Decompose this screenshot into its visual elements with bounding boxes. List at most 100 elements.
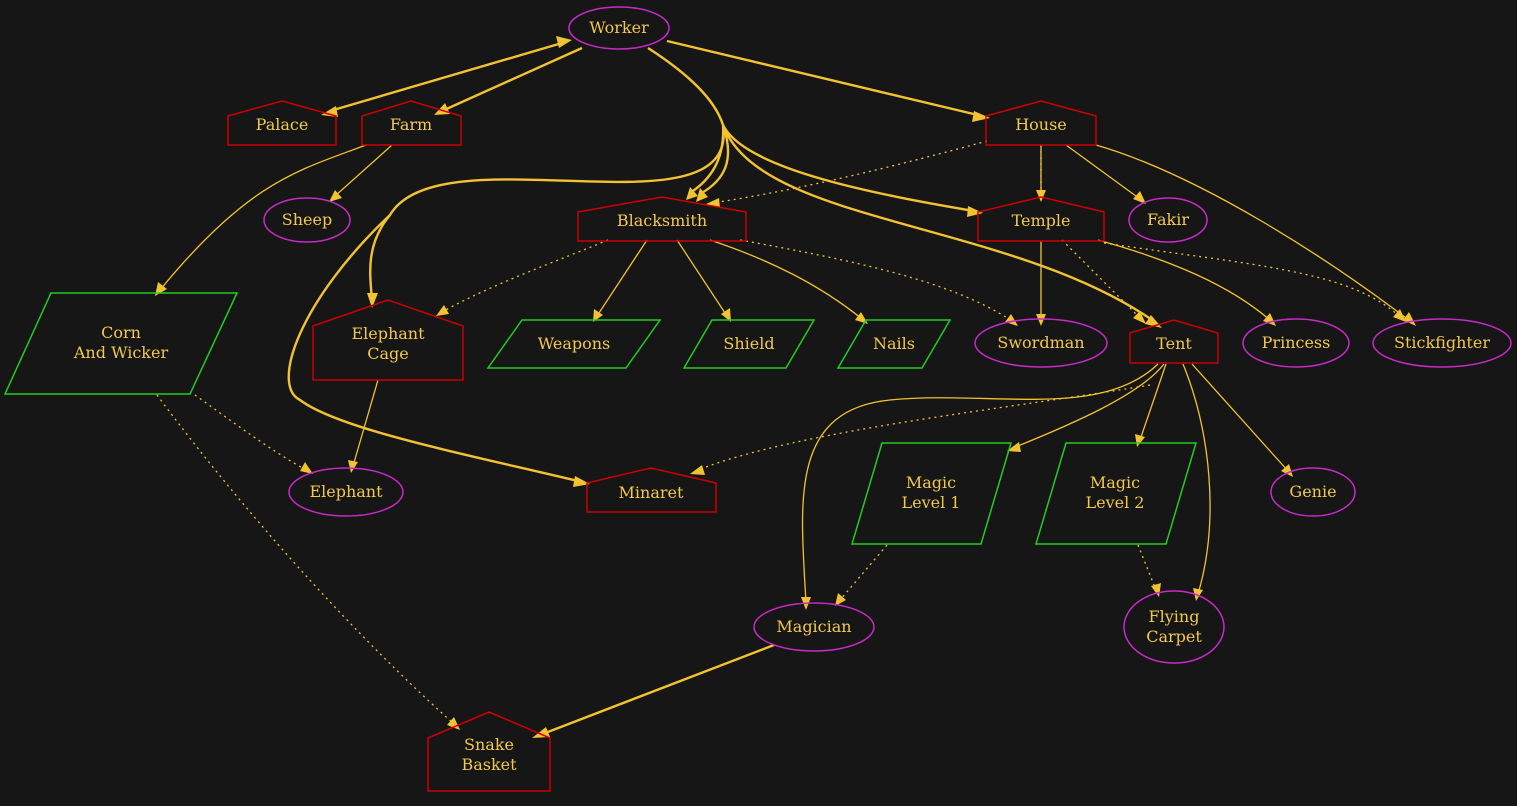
arrowhead-blacksmith-dotted (706, 198, 720, 208)
tent-label-line: Tent (1156, 334, 1192, 353)
edge-worker-to-temple (721, 124, 975, 213)
magic1-label-line: Level 1 (902, 493, 961, 512)
node-stickfighter[interactable]: Stickfighter (1372, 318, 1512, 368)
magic1-label-line: Magic (906, 473, 956, 492)
node-genie[interactable]: Genie (1270, 467, 1356, 517)
node-nails[interactable]: Nails (836, 319, 952, 369)
node-princess-label: Princess (1262, 333, 1331, 352)
arrowhead-minaret-dotted (690, 465, 705, 475)
edges (156, 39, 1411, 737)
flying-carpet-label-line: Flying (1149, 607, 1200, 626)
node-sheep[interactable]: Sheep (263, 197, 351, 243)
snake-basket-label-line: Snake (464, 735, 514, 754)
palace-label-line: Palace (256, 115, 309, 134)
node-fakir-label: Fakir (1147, 210, 1189, 229)
node-worker[interactable]: Worker (568, 6, 670, 50)
edge-worker-to-elephant-cage (369, 124, 725, 301)
edge-worker-to-minaret (287, 214, 583, 484)
shield-label-line: Shield (723, 334, 774, 353)
edge-worker-to-tent (721, 124, 1156, 323)
arrowhead-sheep (329, 190, 342, 202)
node-minaret[interactable]: Minaret (586, 467, 717, 513)
edge-house-to-fakir (1065, 144, 1141, 200)
flying-carpet-label-line: Carpet (1146, 627, 1202, 646)
edge-temple-to-stickfighter (1103, 242, 1401, 318)
arrowhead-temple-from-house (1036, 190, 1046, 202)
magic2-label-line: Level 2 (1086, 493, 1145, 512)
arrowhead-magician-dotted (835, 593, 846, 606)
edge-temple-to-princess (1097, 239, 1272, 322)
node-farm[interactable]: Farm (361, 100, 462, 146)
edge-worker-trunk (647, 46, 725, 126)
magician-label-line: Magician (776, 617, 851, 636)
node-weapons[interactable]: Weapons (486, 319, 662, 369)
node-weapons-label: Weapons (538, 334, 611, 353)
edge-corn-to-elephant (194, 394, 307, 471)
node-shield[interactable]: Shield (682, 319, 816, 369)
node-palace[interactable]: Palace (227, 100, 337, 146)
arrowhead-elephant-from-cage (348, 460, 358, 473)
minaret-label-line: Minaret (619, 483, 684, 502)
arrowhead-princess (1263, 313, 1276, 326)
arrowhead-elephant-cage (367, 293, 378, 308)
princess-label-line: Princess (1262, 333, 1331, 352)
arrowhead-shield (721, 308, 731, 322)
arrowhead-stickfighter (1403, 312, 1416, 326)
stickfighter-label-line: Stickfighter (1394, 333, 1490, 352)
elephant-cage-label-line: Elephant (351, 324, 425, 343)
elephant-cage-label-line: Cage (367, 344, 409, 363)
genie-label-line: Genie (1289, 482, 1336, 501)
node-elephant-label: Elephant (309, 482, 383, 501)
edge-magic2-to-flying-carpet (1137, 544, 1157, 591)
arrowheads (155, 36, 1416, 738)
node-temple-label: Temple (1012, 211, 1071, 230)
edge-magician-to-snake-basket (539, 643, 775, 737)
node-elephant[interactable]: Elephant (288, 467, 404, 517)
edge-blacksmith-to-swordman (739, 239, 1013, 322)
node-swordman[interactable]: Swordman (974, 318, 1108, 368)
node-temple[interactable]: Temple (977, 196, 1105, 242)
magic2-label-line: Magic (1090, 473, 1140, 492)
node-minaret-label: Minaret (619, 483, 684, 502)
arrowhead-flying-carpet-dotted (1151, 583, 1161, 597)
weapons-label-line: Weapons (538, 334, 611, 353)
node-worker-label: Worker (589, 18, 649, 37)
arrowhead-elephant-cage-dotted (436, 305, 449, 316)
edge-magic1-to-magician (839, 544, 888, 601)
fakir-label-line: Fakir (1147, 210, 1189, 229)
arrowhead-worker (556, 36, 572, 48)
node-stickfighter-label: Stickfighter (1394, 333, 1490, 352)
edge-tent-to-flying-carpet (1182, 363, 1211, 595)
arrowhead-magic1 (1007, 442, 1021, 452)
edge-worker-to-blacksmith-b (699, 124, 730, 196)
arrowhead-snake-basket (532, 727, 550, 738)
edge-blacksmith-to-nails (709, 239, 863, 320)
node-tent[interactable]: Tent (1129, 319, 1219, 364)
edge-house-to-blacksmith (711, 140, 988, 204)
edge-farm-to-corn (159, 144, 367, 291)
sheep-label-line: Sheep (282, 210, 332, 229)
arrowhead-genie (1281, 464, 1293, 477)
node-sheep-label: Sheep (282, 210, 332, 229)
node-tent-label: Tent (1156, 334, 1192, 353)
node-shield-label: Shield (723, 334, 774, 353)
node-fakir[interactable]: Fakir (1128, 197, 1208, 243)
node-blacksmith[interactable]: Blacksmith (577, 196, 747, 242)
node-magician[interactable]: Magician (753, 602, 875, 652)
nails-label-line: Nails (873, 334, 915, 353)
edge-blacksmith-to-shield (676, 239, 728, 317)
node-house[interactable]: House (985, 100, 1097, 146)
node-blacksmith-label: Blacksmith (617, 211, 707, 230)
arrowhead-minaret (573, 476, 590, 487)
arrowhead-flying-carpet-solid (1193, 588, 1203, 601)
node-princess[interactable]: Princess (1242, 318, 1350, 368)
